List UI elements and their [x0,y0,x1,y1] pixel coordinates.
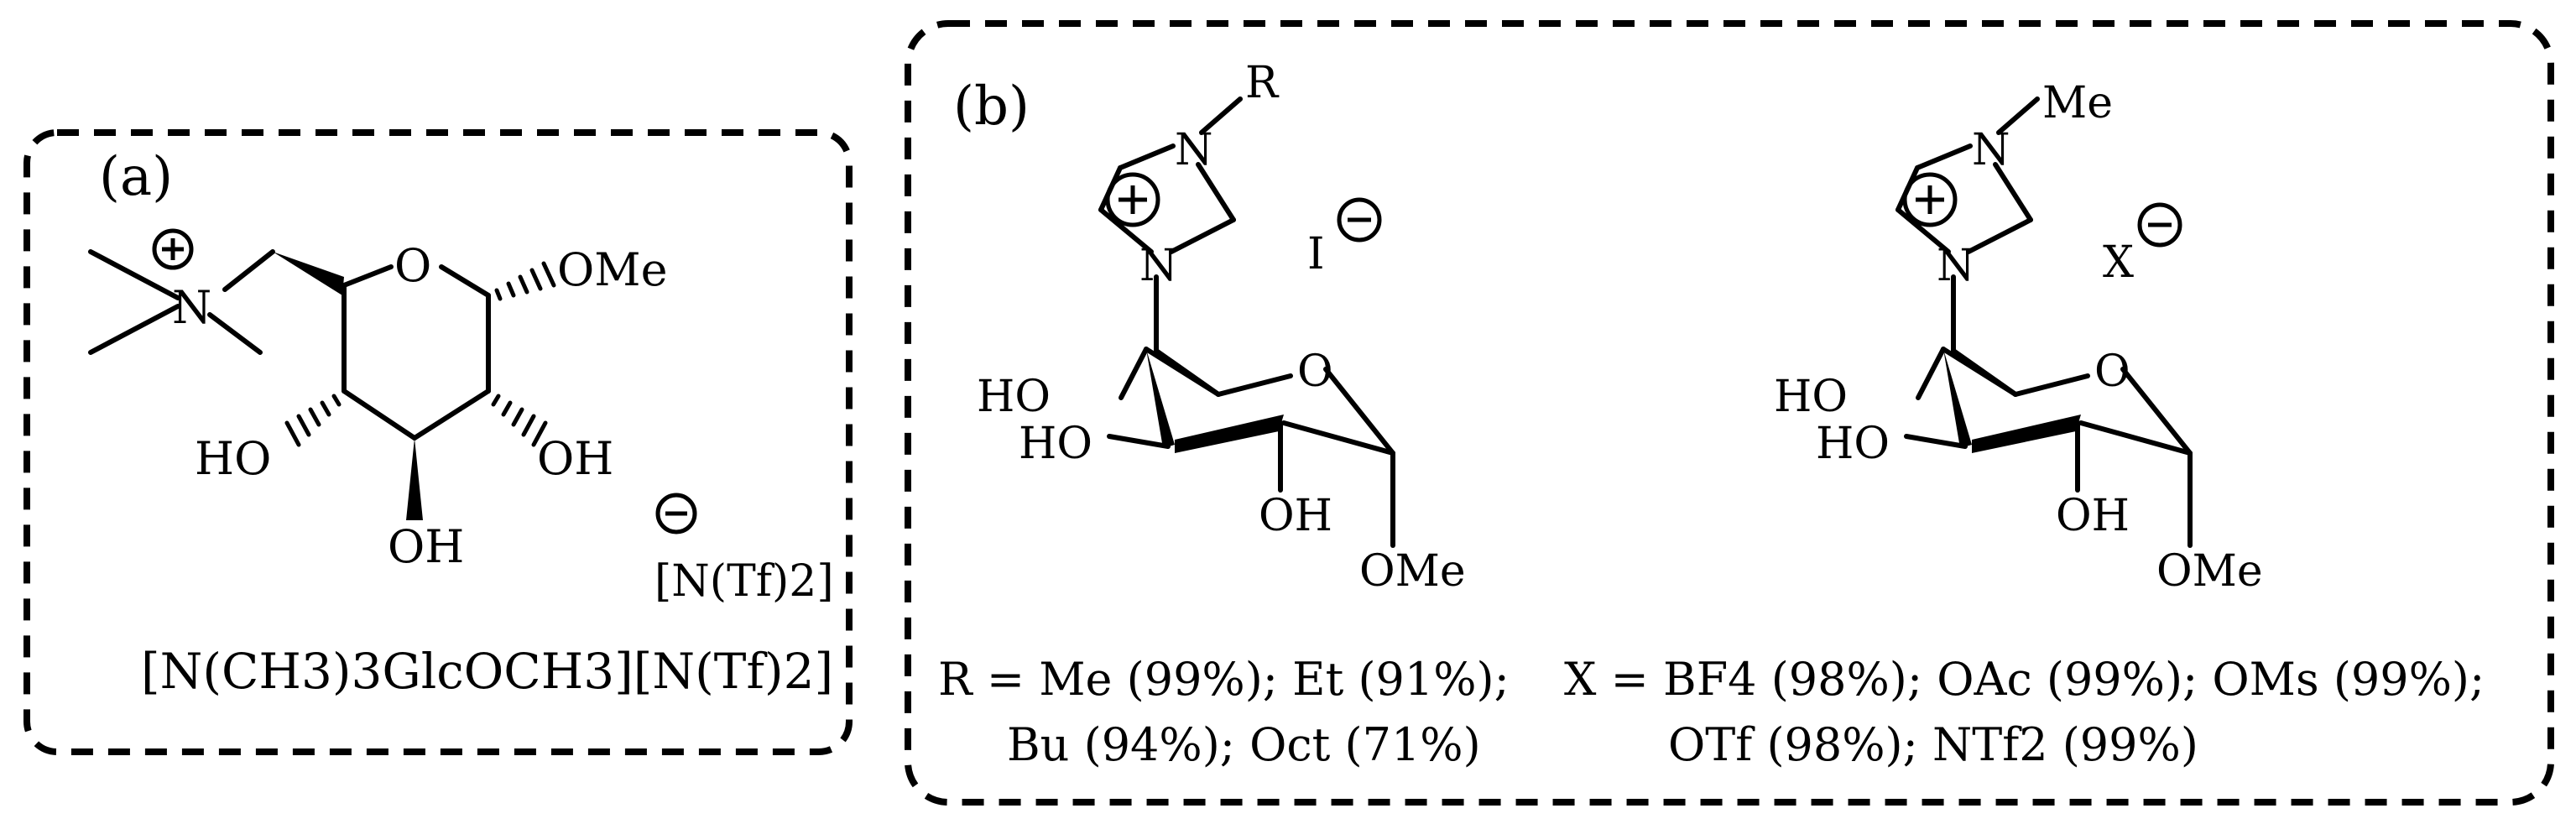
panel-b-left-atom-ho1: HO [977,372,1051,422]
panel-a-plus-charge-icon [152,228,194,270]
panel-b-right-atom-oh: OH [2056,491,2130,541]
panel-b-right-plus-charge-icon [1902,172,1958,227]
panel-a-atom-oh-right: OH [537,432,613,485]
panel-b-right-atom-o: O [2094,347,2130,397]
panel-b-left-atom-ome: OMe [1359,546,1466,597]
panel-b-right-atom-n-top: N [1972,125,2010,175]
panel-b-left-atom-ho2: HO [1019,419,1092,469]
panel-b-left-atom-n-top: N [1175,125,1213,175]
panel-b-left-caption-line1: R = Me (99%); Et (91%); [938,653,1510,706]
panel-a-atom-ho-left: HO [195,432,271,485]
panel-b-right-r-group: Me [2042,78,2113,128]
panel-b-left-atom-o: O [1297,347,1333,397]
panel-a-anion: [N(Tf)2] [654,556,834,607]
panel-b-right-minus-charge-icon [2137,202,2182,248]
panel-b-right-atom-ome: OMe [2156,546,2263,597]
panel-b-right-caption-line2: OTf (98%); NTf2 (99%) [1668,718,2198,771]
panel-a-atom-oh-bottom: OH [388,520,464,573]
panel-a-compound-name: [N(CH3)3GlcOCH3][N(Tf)2] [141,643,833,700]
panel-b-right-counterion: X [2103,237,2134,288]
panel-b-left-caption-line2: Bu (94%); Oct (71%) [1007,718,1481,771]
panel-a-minus-charge-icon [655,493,697,535]
panel-b-left-r-group: R [1245,58,1280,108]
panel-b-left-atom-oh: OH [1259,491,1332,541]
panel-b-left-plus-charge-icon [1105,172,1160,227]
panel-b-right-atom-ho2: HO [1816,419,1890,469]
panel-a-atom-ome: OMe [557,243,668,296]
panel-a-cation-structure [88,249,556,520]
panel-b-label: (b) [953,76,1030,138]
panel-b-left-counterion: I [1307,229,1325,279]
panel-a-label: (a) [99,146,173,208]
panel-a-atom-o: O [394,239,431,292]
panel-b-left-minus-charge-icon [1337,197,1382,243]
panel-b-frame [905,20,2554,806]
panel-a-atom-n: N [172,281,211,334]
panel-b-left-atom-n-bottom: N [1139,241,1178,291]
panel-a-frame [23,129,853,755]
panel-b-right-structure [1895,96,2193,548]
panel-b-right-atom-n-bottom: N [1937,241,1975,291]
panel-b-right-atom-ho1: HO [1774,372,1848,422]
panel-b-left-structure [1098,96,1395,548]
panel-b-right-caption-line1: X = BF4 (98%); OAc (99%); OMs (99%); [1564,653,2485,706]
